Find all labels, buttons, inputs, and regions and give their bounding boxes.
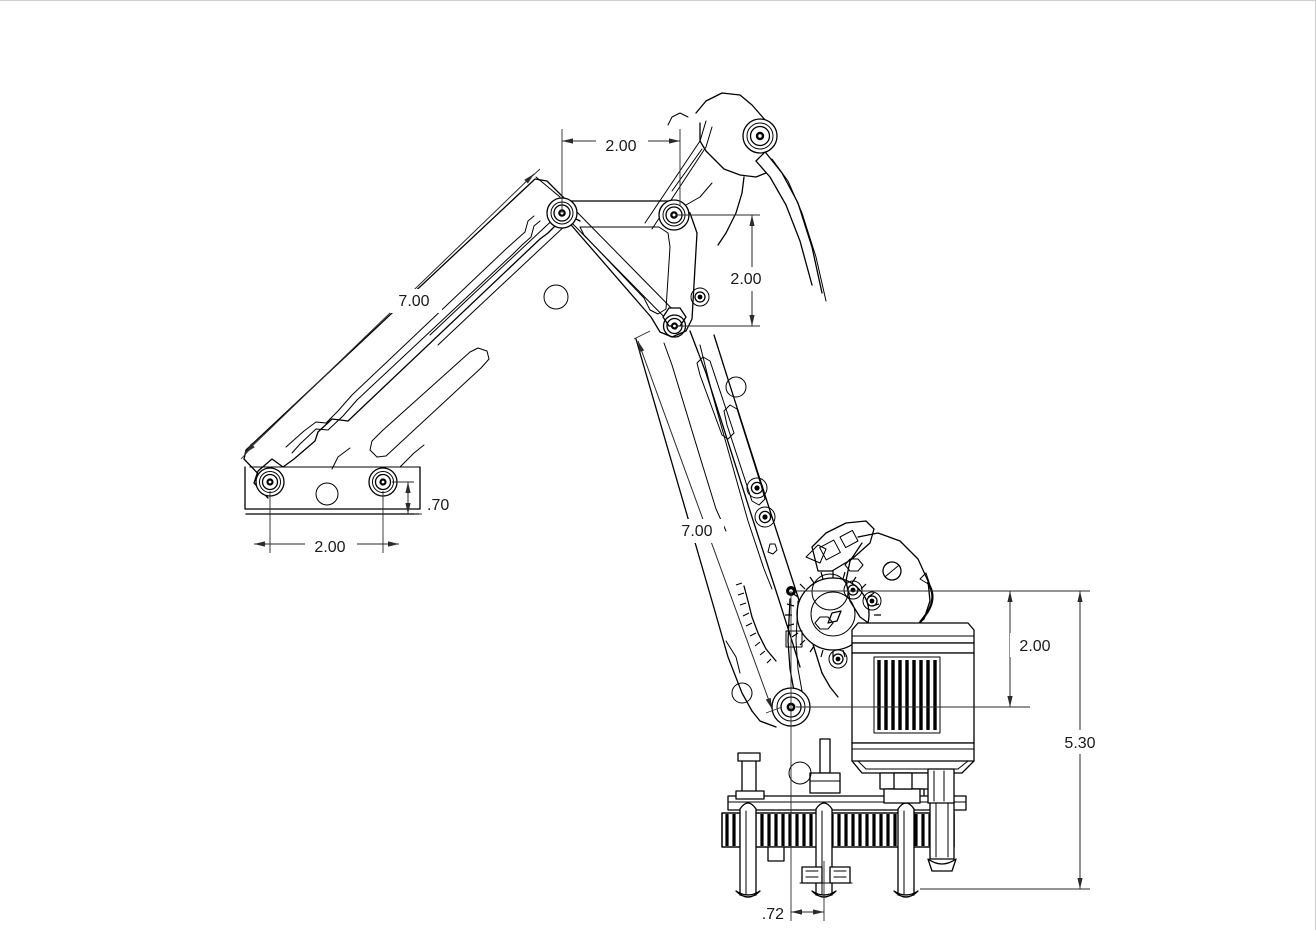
upper-arm-link	[243, 178, 581, 515]
standoff-leg-3	[893, 802, 919, 898]
dim-label-shoulder-height: 2.00	[1019, 638, 1050, 655]
dim-label-base-offset: .72	[762, 906, 784, 923]
dim-label-overall-height: 5.30	[1064, 735, 1095, 752]
base-assembly	[721, 738, 967, 898]
plate-bolt-right	[883, 772, 921, 804]
dim-label-upper-link: 7.00	[398, 293, 429, 310]
housing-hole-4	[828, 649, 848, 669]
plate-bolt-far-right	[927, 768, 955, 804]
stepper-motor	[851, 622, 975, 802]
plate-bolt-center	[809, 738, 841, 794]
dim-elbow-vertical-offset: 2.00	[676, 214, 770, 327]
elbow-pivot-upper-right	[658, 199, 690, 231]
elbow-pivot-lower	[662, 307, 687, 338]
dim-label-endplate-spacing: 2.00	[314, 539, 345, 556]
dim-base-offset: .72	[762, 591, 825, 923]
gear-drive-assembly	[735, 520, 881, 692]
housing-hole-3	[862, 591, 882, 611]
housing-hole-1	[882, 561, 902, 581]
plate-bolt-left	[735, 752, 765, 800]
link-boss-1	[746, 477, 768, 499]
dim-label-elbow-offset: 2.00	[730, 271, 761, 288]
dim-lower-link-length: 7.00	[633, 330, 783, 714]
lower-arm-link	[635, 330, 839, 728]
dim-shoulder-height: 2.00	[796, 590, 1062, 708]
dim-endplate-hole-spacing: 2.00	[254, 491, 399, 561]
elbow-small-boss	[690, 287, 710, 307]
standoff-leg-4	[927, 800, 957, 872]
standoff-leg-1	[735, 802, 761, 898]
dim-label-lower-link: 7.00	[681, 523, 712, 540]
dim-label-top-spacing: 2.00	[605, 138, 636, 155]
dim-label-endplate-height: .70	[427, 497, 449, 514]
dim-upper-link-length: 7.00	[240, 168, 541, 460]
endplate-pivot-left	[255, 467, 285, 497]
dim-overall-height: 5.30	[920, 590, 1106, 890]
top-joint-bearing	[742, 118, 778, 154]
dim-top-link-spacing: 2.00	[561, 129, 681, 213]
dim-endplate-height: .70	[392, 481, 449, 515]
housing-hole-2	[843, 580, 863, 600]
